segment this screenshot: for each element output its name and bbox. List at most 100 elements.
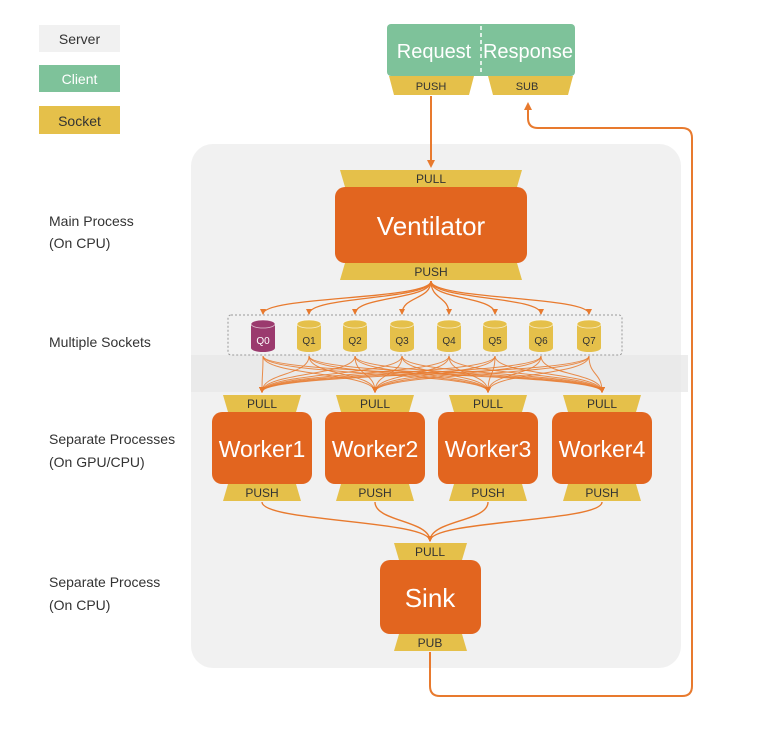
edge-q6-worker3: [485, 355, 542, 393]
queue-q0: Q0: [250, 319, 276, 352]
worker-pull-label: PULL: [360, 397, 390, 411]
edge-q7-worker3: [485, 355, 590, 393]
queue-label: Q2: [348, 336, 362, 347]
legend-server-swatch: [39, 25, 120, 52]
client-request-label: Request: [397, 41, 472, 63]
edge-worker2-sink: [374, 501, 433, 542]
worker-box: [325, 412, 425, 484]
worker-sink-edges: [261, 501, 603, 542]
worker-pull-label: PULL: [247, 397, 277, 411]
edge-q6-worker4: [540, 355, 605, 393]
queue-cylinder: [343, 324, 367, 352]
client-box: Request Response PUSH SUB: [387, 24, 575, 95]
queue-q4: Q4: [436, 319, 462, 352]
edge-q4-worker1: [259, 355, 450, 393]
ventilator-push-socket: [340, 263, 522, 280]
queue-cylinder: [577, 324, 601, 352]
edge-q7-worker4: [588, 355, 605, 393]
workers: PULLWorker1PUSHPULLWorker2PUSHPULLWorker…: [212, 395, 652, 501]
queue-cylinder-top: [528, 319, 554, 329]
worker-push-socket: [563, 484, 641, 501]
queue-cylinder: [251, 324, 275, 352]
ventilator-pull-label: PULL: [416, 172, 446, 186]
queue-q1: Q1: [296, 319, 322, 352]
worker-pull-socket: [223, 395, 301, 412]
row-label-separate-processes: Separate Processes: [49, 431, 175, 447]
edge-q0-worker2: [262, 355, 378, 393]
edge-worker1-sink: [261, 501, 433, 542]
queue-label: Q5: [488, 336, 502, 347]
edge-q1-worker2: [308, 355, 378, 393]
client-sub-socket: [488, 76, 573, 95]
queue-q5: Q5: [482, 319, 508, 352]
edge-ventilator-q3: [399, 280, 432, 315]
sink-pub-label: PUB: [418, 636, 443, 650]
queue-cylinder-top: [296, 319, 322, 329]
edge-ventilator-q0: [260, 280, 432, 315]
queue-worker-edges: [259, 355, 605, 393]
row-label-main-process: Main Process: [49, 213, 134, 229]
edge-ventilator-q5: [430, 280, 498, 315]
worker-box: [438, 412, 538, 484]
sink-pull-socket: [394, 543, 467, 560]
edge-q3-worker1: [259, 355, 403, 393]
edge-q5-worker4: [494, 355, 605, 393]
legend-server-label: Server: [59, 31, 101, 47]
edge-q6-worker2: [372, 355, 542, 393]
queue-label: Q4: [442, 336, 456, 347]
queue-cylinder: [390, 324, 414, 352]
worker-push-socket: [336, 484, 414, 501]
queue-container: [227, 314, 623, 356]
sink-box: [380, 560, 481, 634]
worker-push-label: PUSH: [358, 486, 391, 500]
queue-cylinder: [529, 324, 553, 352]
worker-pull-socket: [449, 395, 527, 412]
sink-name: Sink: [405, 583, 457, 613]
worker-push-label: PUSH: [471, 486, 504, 500]
queue-q6: Q6: [528, 319, 554, 352]
ventilator-name: Ventilator: [377, 211, 486, 241]
row-label-main-process-sub: (On CPU): [49, 235, 110, 251]
queue-cylinder-top: [482, 319, 508, 329]
ventilator-pull-socket: [340, 170, 522, 187]
worker-push-label: PUSH: [585, 486, 618, 500]
edge-q3-worker3: [401, 355, 491, 393]
worker-box: [552, 412, 652, 484]
edge-q4-worker2: [372, 355, 450, 393]
queue-label: Q1: [302, 336, 316, 347]
worker-pull-socket: [563, 395, 641, 412]
client-push-label: PUSH: [416, 81, 447, 93]
worker-name: Worker1: [219, 436, 306, 462]
queue-label: Q7: [582, 336, 596, 347]
ventilator-push-label: PUSH: [414, 265, 447, 279]
worker-push-socket: [223, 484, 301, 501]
client-push-socket: [389, 76, 474, 95]
queue-cylinder: [437, 324, 461, 352]
edge-q4-worker4: [448, 355, 605, 393]
queue-cylinder-top: [576, 319, 602, 329]
server-panel: [191, 144, 681, 668]
worker-name: Worker3: [445, 436, 532, 462]
sink-pull-label: PULL: [415, 545, 445, 559]
edge-worker4-sink: [427, 501, 603, 542]
worker-box: [212, 412, 312, 484]
edge-sink-to-response: [429, 102, 693, 697]
edge-q1-worker1: [259, 355, 310, 393]
ventilator-box: [335, 187, 527, 263]
worker-push-socket: [449, 484, 527, 501]
queue-cylinder-top: [436, 319, 462, 329]
queue-cylinder-top: [342, 319, 368, 329]
sink: PULL Sink PUB: [380, 543, 481, 651]
worker-push-label: PUSH: [245, 486, 278, 500]
row-labels: Main Process (On CPU) Multiple Sockets S…: [49, 213, 175, 613]
edge-worker3-sink: [427, 501, 489, 542]
fanout-edges: [260, 280, 592, 315]
queue-cylinder-top: [250, 319, 276, 329]
edge-q5-worker1: [259, 355, 496, 393]
edge-q7-worker1: [259, 355, 590, 393]
legend-client-label: Client: [62, 71, 98, 87]
worker-pull-label: PULL: [473, 397, 503, 411]
